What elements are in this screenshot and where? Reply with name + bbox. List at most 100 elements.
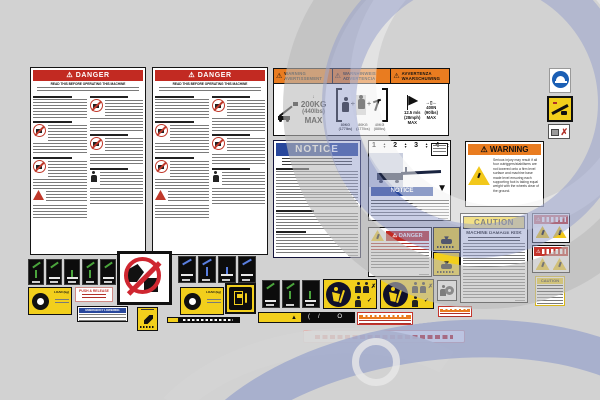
notice-title: NOTICE — [295, 144, 339, 155]
occupant-weight-alt: (177lbs) — [338, 127, 353, 131]
text-lines — [211, 154, 265, 166]
text-lines — [211, 188, 265, 204]
heading-bar — [276, 231, 306, 233]
fall-hazard-figure-icon — [90, 171, 98, 182]
danger-title: DANGER — [75, 72, 110, 79]
wheel-load-decal-rear: LOAD (kg) — [180, 287, 224, 315]
occupant-weight-alt: (177lbs) — [356, 127, 370, 131]
crush-triangle-icon — [552, 258, 567, 270]
figure-x-row: ✗ — [411, 282, 433, 294]
heading-bar — [155, 96, 194, 98]
header-line2: AVERTISSEMENT — [284, 76, 323, 81]
machine-silhouette — [375, 167, 445, 183]
person-icon — [357, 94, 365, 110]
harness-point-decal — [100, 259, 116, 285]
text-lines — [276, 194, 358, 208]
crush-hazard-yellow-decal — [547, 96, 573, 122]
warning-body-text: Serious injury may result if all four ou… — [493, 158, 539, 193]
caution-subheader: MACHINE DAMAGE RISK — [466, 230, 522, 235]
orange-header — [359, 315, 411, 319]
wind-force-cell: 12.5 m/s (28mph) MAX →▯← 400N (90lbs) MA… — [394, 84, 448, 135]
header-line2: WAARSCHUWING — [401, 76, 441, 81]
wind-alt: (28mph) — [404, 114, 421, 120]
machine-diagram — [242, 258, 252, 266]
header-line2: ADVERTENCIA — [342, 76, 376, 81]
x-mark: ✗ — [370, 284, 376, 290]
notice-panel: NOTICE — [273, 140, 361, 258]
red-text-lines — [82, 294, 106, 300]
warning-title: WARNING — [489, 145, 529, 154]
machine-diagram — [309, 291, 311, 299]
push-release-text: PUSH & RELEASE — [79, 289, 109, 293]
fall-hazard-figure-icon — [212, 171, 220, 182]
text-lines — [33, 143, 87, 155]
danger-subtitle: READ THIS BEFORE OPERATING THIS MACHINE — [172, 82, 248, 86]
danger-title: DANGER — [197, 72, 232, 79]
text-lines — [48, 125, 87, 141]
text-lines — [104, 138, 143, 152]
machine-diagram — [182, 258, 192, 266]
warning-triangle-icon: ⚠ — [536, 248, 541, 255]
danger-box: ⚠ DANGER — [386, 230, 429, 241]
red-bold-text-lines — [371, 243, 429, 251]
text-lines — [140, 309, 155, 312]
text-lines — [168, 191, 209, 203]
stability-prohibition-icon — [211, 99, 225, 112]
notice-bar: NOTICE — [371, 187, 433, 196]
text-lines — [371, 206, 449, 218]
fuel-pump-decal — [225, 283, 256, 314]
wheel-load-decal-front: LOAD (kg) — [28, 287, 72, 315]
text-lines — [46, 191, 87, 203]
prohibition-circle-icon — [124, 257, 161, 294]
stability-prohibition-icon — [89, 99, 103, 112]
control-strip-black: (/ O — [302, 312, 355, 323]
text-lines — [37, 87, 139, 93]
danger-col-right — [89, 94, 143, 220]
load-label: LOAD (kg) — [206, 290, 221, 294]
text-lines — [463, 260, 525, 272]
push-release-decal: PUSH & RELEASE — [75, 287, 113, 302]
product-title-label — [303, 330, 465, 343]
hand-icon — [441, 239, 452, 244]
down-triangle-icon: ▼ — [437, 183, 447, 194]
orange-info-strip-2 — [438, 306, 472, 317]
intro-text-lines — [282, 158, 352, 166]
platform-load-cell: ↓ 200KG (440lbs) MAX — [274, 84, 330, 135]
setup-pictogram-decal — [282, 280, 300, 308]
white-text-lines — [542, 249, 566, 254]
warning-triangle-icon: ⚠ — [188, 72, 198, 79]
electrocution-prohibition-icon — [155, 124, 168, 137]
electrocution-prohibition-icon — [33, 124, 46, 137]
explosion-prohibition-icon — [33, 160, 46, 173]
figure-check-row: ✓ — [411, 296, 433, 308]
red-text-line — [315, 334, 453, 339]
text-lines — [463, 243, 525, 259]
setup-pictogram-decal — [302, 280, 320, 308]
danger-header-bar: ⚠ DANGER — [33, 70, 143, 81]
crush-triangle-icon — [535, 258, 550, 270]
text-lines — [207, 299, 221, 305]
control-strip-yellow: ▲ — [258, 312, 302, 323]
thin-strip-yellow — [167, 317, 179, 323]
harness-point-decal — [28, 259, 44, 285]
side-force-arrows-icon: →▯← — [425, 99, 437, 105]
hand-icon — [441, 264, 452, 269]
warning-triangle-icon — [371, 230, 384, 241]
machine-diagram — [104, 261, 113, 269]
text-lines — [537, 285, 563, 293]
max-load-alt: (440lbs) — [302, 108, 325, 115]
load-label: LOAD (kg) — [54, 290, 69, 294]
text-lines — [371, 252, 429, 270]
side-force-suffix: MAX — [426, 114, 436, 120]
heading-bar — [211, 96, 251, 98]
up-down-arrows-icon: ▲▼ — [403, 142, 408, 150]
setup-pictogram-decal — [262, 280, 280, 308]
x-mark: ✗ — [427, 284, 433, 290]
tiny-marks — [183, 319, 233, 321]
tiny-label — [306, 304, 314, 306]
warning-triangle-icon: ⚠ — [276, 72, 283, 80]
harness-point-decal — [64, 259, 80, 285]
tip-over-warning-icon — [33, 190, 44, 200]
